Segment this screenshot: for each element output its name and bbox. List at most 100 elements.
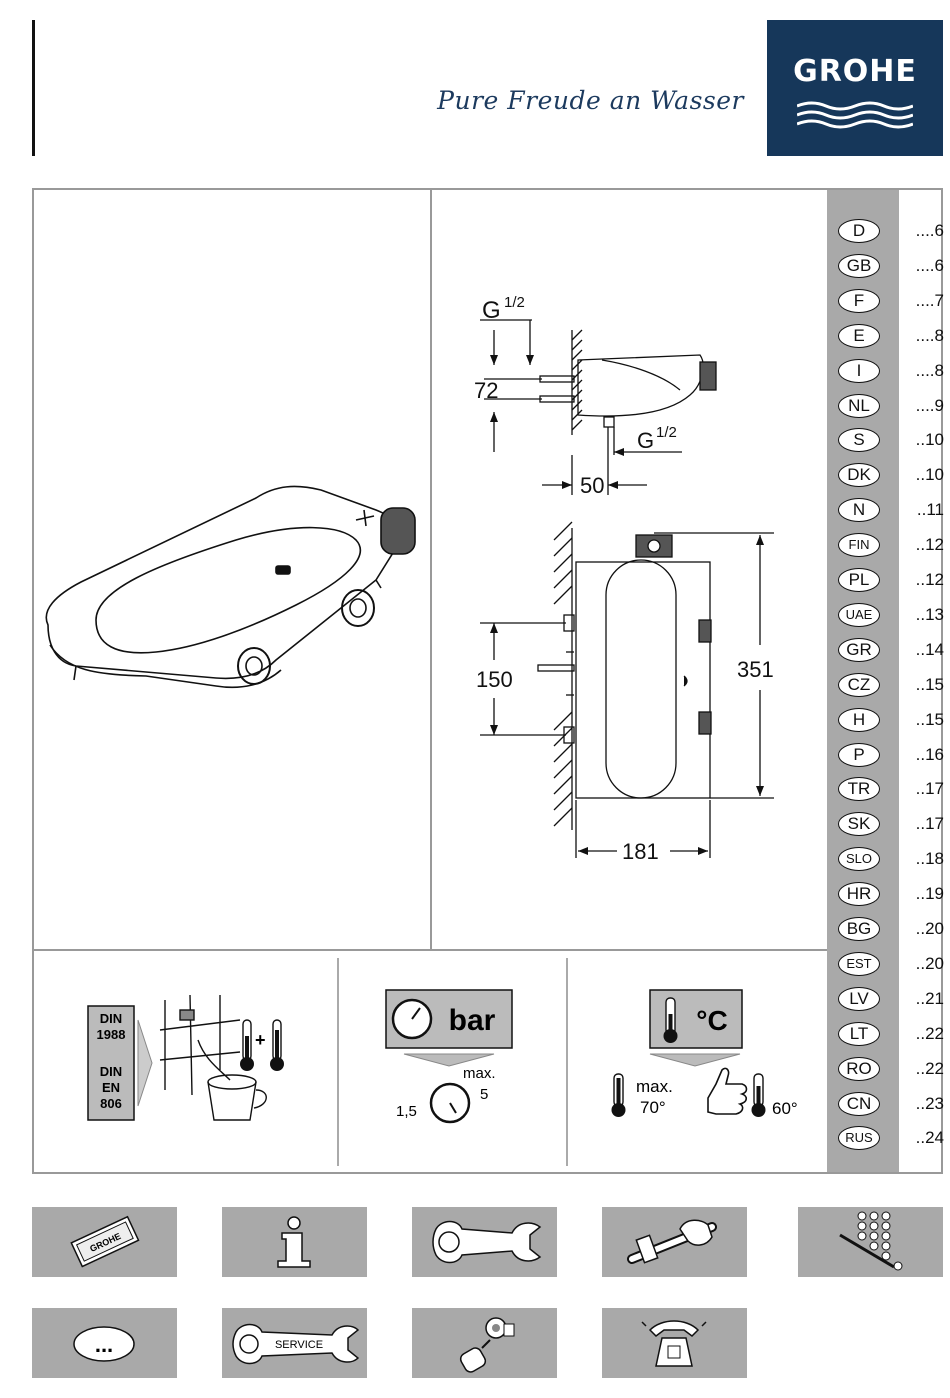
language-page-number: ..15	[915, 674, 944, 694]
info-icon	[277, 1216, 311, 1268]
logo-text: GROHE	[793, 54, 917, 89]
language-page-number: ..20	[915, 919, 944, 938]
language-item-fin[interactable]: FIN ..12	[838, 533, 944, 559]
din-number-2: 806	[100, 1096, 122, 1111]
language-page-number: ..10	[915, 465, 944, 485]
language-code-badge: TR	[838, 777, 880, 802]
language-code-badge: LT	[838, 1021, 880, 1046]
information-button[interactable]	[222, 1207, 367, 1277]
language-page-number: ..20	[915, 953, 944, 973]
language-item-slo[interactable]: SLO..18	[838, 847, 944, 873]
language-item-lt[interactable]: LT ..22	[838, 1021, 944, 1048]
main-frame	[32, 188, 943, 1174]
language-item-dk[interactable]: DK..10	[838, 463, 944, 489]
more-label: ...	[95, 1332, 113, 1357]
language-code-badge: HR	[838, 882, 880, 907]
language-item-s[interactable]: S..10	[838, 428, 944, 454]
care-button[interactable]	[412, 1308, 557, 1378]
wrench-icon	[432, 1220, 542, 1264]
spare-parts-button[interactable]	[798, 1207, 943, 1277]
pressure-section: bar max. 5 1,5	[385, 989, 513, 1124]
contact-button[interactable]	[602, 1308, 747, 1378]
language-item-nl[interactable]: NL....9	[838, 393, 944, 420]
packaging-icon: GROHE	[70, 1215, 140, 1268]
more-button[interactable]: ...	[32, 1308, 177, 1378]
divider	[430, 190, 432, 950]
pressure-max-value: 5	[480, 1086, 488, 1103]
language-item-sk[interactable]: SK ..17	[838, 812, 944, 838]
language-item-i[interactable]: I....8	[838, 358, 944, 385]
installation-button[interactable]	[412, 1207, 557, 1277]
language-code-badge: CZ	[838, 672, 880, 697]
language-item-cn[interactable]: CN..23	[838, 1091, 944, 1118]
pressure-max-label: max.	[463, 1065, 496, 1082]
language-item-h[interactable]: H ..15	[838, 707, 944, 734]
language-page-number: ....8	[915, 325, 944, 345]
language-code-badge: NL	[838, 393, 880, 418]
telephone-icon	[641, 1320, 707, 1367]
language-item-bg[interactable]: BG..20	[838, 917, 944, 943]
service-label: SERVICE	[275, 1339, 323, 1351]
language-code-badge: D	[838, 219, 880, 243]
language-code-badge: RO	[838, 1056, 880, 1081]
language-page-number: ..18	[915, 849, 944, 869]
language-item-d[interactable]: D ....6	[838, 219, 944, 245]
contents-button[interactable]: GROHE	[32, 1207, 177, 1277]
language-page-number: ..22	[915, 1023, 944, 1043]
language-item-rus[interactable]: RUS..24	[838, 1126, 944, 1152]
language-item-est[interactable]: EST ..20	[838, 951, 944, 978]
dim-g-side-fraction: 1/2	[656, 424, 677, 441]
service-wrench-icon: SERVICE	[232, 1323, 360, 1365]
language-code-badge: I	[838, 358, 880, 383]
language-page-number: ..17	[915, 814, 944, 834]
divider	[566, 958, 568, 1166]
language-item-pl[interactable]: PL..12	[838, 568, 944, 594]
language-code-badge: H	[838, 707, 880, 732]
language-item-hr[interactable]: HR..19	[838, 882, 944, 908]
din-en-label: EN	[102, 1080, 120, 1095]
language-item-cz[interactable]: CZ ..15	[838, 672, 944, 699]
grohe-logo: GROHE	[767, 20, 943, 156]
service-button[interactable]: SERVICE	[222, 1308, 367, 1378]
language-item-f[interactable]: F....7	[838, 288, 944, 315]
temperature-max-value: 70°	[640, 1098, 666, 1117]
thermometer-hot-cold-icon: +	[240, 1019, 284, 1071]
language-page-number: ..15	[915, 709, 944, 729]
language-page-number: ....6	[915, 221, 944, 240]
language-code-badge: PL	[838, 568, 880, 592]
language-page-number: ..11	[916, 500, 944, 520]
language-item-gb[interactable]: GB....6	[838, 253, 944, 280]
language-page-number: ..12	[915, 535, 944, 555]
dim-181: 181	[622, 839, 659, 864]
language-page-number: ..10	[915, 430, 944, 450]
language-item-uae[interactable]: UAE..13	[838, 602, 944, 629]
language-item-lv[interactable]: LV..21	[838, 986, 944, 1013]
language-item-ro[interactable]: RO..22	[838, 1056, 944, 1083]
dim-g-side: G	[637, 428, 654, 453]
pressure-min-value: 1,5	[396, 1103, 417, 1120]
language-code-badge: RUS	[838, 1126, 880, 1151]
svg-text:+: +	[255, 1030, 266, 1050]
safety-button[interactable]	[602, 1207, 747, 1277]
language-code-badge: N	[838, 498, 880, 523]
language-item-e[interactable]: E....8	[838, 323, 944, 350]
dim-351: 351	[737, 657, 774, 682]
language-item-gr[interactable]: GR..14	[838, 637, 944, 664]
dim-150: 150	[476, 667, 513, 692]
divider	[34, 949, 827, 951]
flush-bucket-icon	[159, 994, 267, 1121]
language-item-tr[interactable]: TR..17	[838, 777, 944, 803]
dim-g-top: G	[482, 297, 501, 324]
language-item-p[interactable]: P..16	[838, 742, 944, 769]
language-code-badge: LV	[838, 986, 880, 1011]
flush-pipes-section: DIN 1988 DIN EN 806 +	[87, 994, 284, 1121]
language-code-badge: UAE	[838, 602, 880, 627]
header-rule	[32, 20, 35, 156]
language-code-badge: EST	[838, 951, 880, 976]
language-item-n[interactable]: N ..11	[838, 498, 944, 524]
language-page-number: ..14	[915, 639, 944, 659]
language-code-badge: P	[838, 742, 880, 767]
thumbs-up-icon	[707, 1067, 748, 1115]
language-code-badge: SK	[838, 812, 880, 837]
language-code-badge: FIN	[838, 533, 880, 558]
